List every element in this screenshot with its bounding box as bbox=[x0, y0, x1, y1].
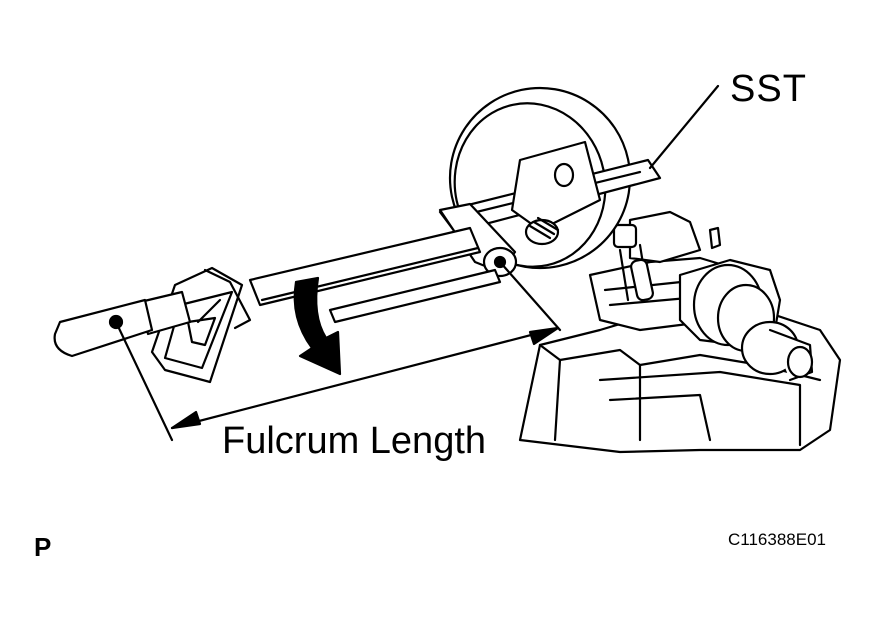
sst-leader-line bbox=[648, 84, 720, 170]
page-mark: P bbox=[34, 532, 52, 562]
wrench-handle bbox=[53, 290, 192, 358]
rotation-arrow-icon bbox=[293, 276, 342, 376]
fulcrum-length-dimension bbox=[114, 260, 562, 442]
wrench-arm bbox=[248, 202, 518, 324]
figure-code: C116388E01 bbox=[728, 530, 826, 549]
fulcrum-length-label: Fulcrum Length bbox=[222, 420, 487, 462]
sst-label: SST bbox=[730, 68, 807, 110]
sst-holding-arm bbox=[438, 140, 662, 246]
injection-pump-body bbox=[518, 210, 842, 454]
